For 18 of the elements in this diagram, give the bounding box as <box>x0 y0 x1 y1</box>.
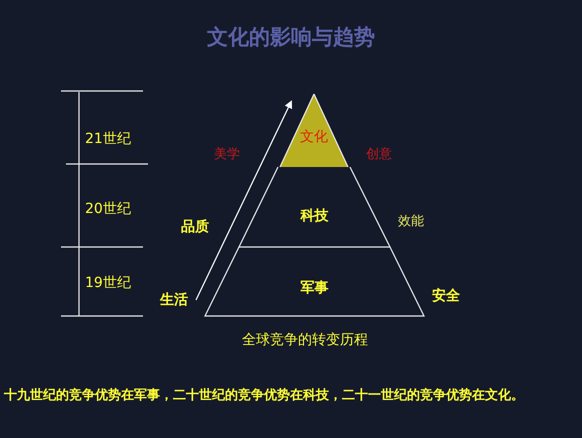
band-label: 军事 <box>300 281 328 296</box>
pyramid-band <box>205 247 424 317</box>
aspect-label: 创意 <box>366 148 392 162</box>
band-label: 文化 <box>300 130 328 146</box>
title: 文化的影响与趋势 <box>207 26 375 50</box>
caption: 全球竞争的转变历程 <box>242 333 368 348</box>
aspect-label: 安全 <box>432 289 460 304</box>
aspect-label: 美学 <box>214 148 240 162</box>
pyramid-band <box>239 167 390 247</box>
band-label: 科技 <box>300 209 328 224</box>
aspect-label: 生活 <box>160 293 188 308</box>
summary-sentence: 十九世纪的竞争优势在军事，二十世纪的竞争优势在科技，二十一世纪的竞争优势在文化。 <box>4 389 524 404</box>
aspect-label: 效能 <box>398 215 424 230</box>
century-label: 20世纪 <box>85 202 131 218</box>
century-label: 19世纪 <box>85 276 131 292</box>
apex-triangle <box>280 94 348 167</box>
century-label: 21世纪 <box>85 132 131 148</box>
aspect-label: 品质 <box>181 220 209 236</box>
